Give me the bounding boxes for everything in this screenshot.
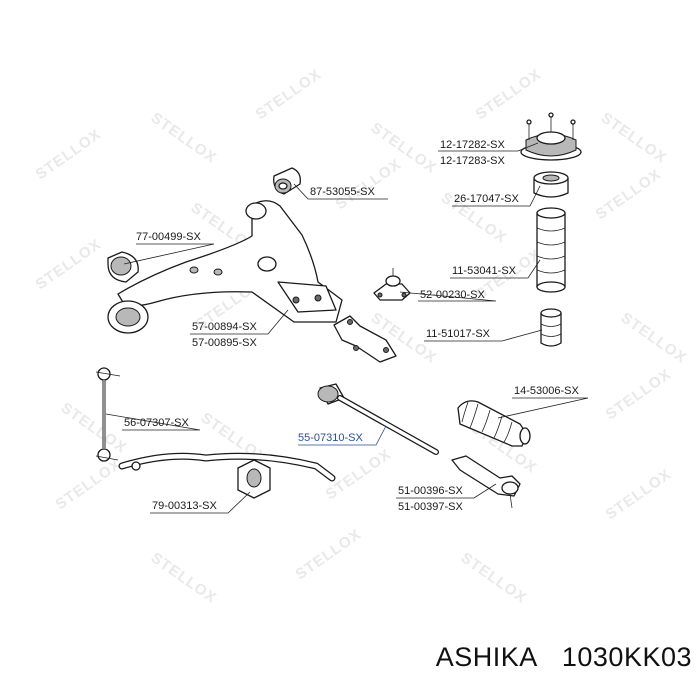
watermark-text: STELLOX: [33, 236, 105, 294]
callout-87-53055: 87-53055-SX: [310, 186, 375, 198]
callout-57-00894-line1: 57-00894-SX: [192, 321, 257, 333]
callout-12-17283-line2: 12-17283-SX: [440, 155, 505, 167]
watermark-text: STELLOX: [323, 446, 395, 504]
strut-boot-drawing: [536, 207, 566, 293]
watermark-text: STELLOX: [333, 156, 405, 214]
leader-lines: [105, 142, 589, 514]
caption-part-number: 1030KK03: [561, 642, 692, 672]
strut-mount-drawing: [520, 112, 582, 161]
watermark-text: STELLOX: [33, 126, 105, 184]
watermark-text: STELLOX: [593, 166, 665, 224]
watermark-text: STELLOX: [148, 109, 220, 167]
watermark-text: STELLOX: [458, 549, 530, 607]
strut-bearing-drawing: [533, 171, 569, 198]
watermark-text: STELLOX: [603, 366, 675, 424]
watermark-text: STELLOX: [58, 399, 130, 457]
callout-51-00396-line1: 51-00396-SX: [398, 485, 463, 497]
stabilizer-link-drawing: [95, 367, 121, 462]
caption-brand: ASHIKA: [435, 642, 538, 672]
mount-plate-drawing: [333, 315, 397, 363]
callout-52-00230: 52-00230-SX: [420, 289, 485, 301]
callout-57-00895-line2: 57-00895-SX: [192, 337, 257, 349]
watermark-text: STELLOX: [293, 526, 365, 584]
bump-stop-drawing: [540, 308, 562, 347]
ball-joint-drawing: [373, 268, 411, 301]
callout-11-51017: 11-51017-SX: [426, 328, 491, 340]
inner-tie-rod-drawing: [317, 383, 439, 455]
callout-77-00499: 77-00499-SX: [136, 231, 201, 243]
callout-14-53006: 14-53006-SX: [514, 385, 579, 397]
watermark-text: STELLOX: [603, 466, 675, 524]
watermark-text: STELLOX: [473, 66, 545, 124]
callout-56-07307: 56-07307-SX: [124, 417, 189, 429]
watermark-text: STELLOX: [148, 549, 220, 607]
watermark-text: STELLOX: [253, 66, 325, 124]
callout-51-00397-line2: 51-00397-SX: [398, 501, 463, 513]
callout-26-17047: 26-17047-SX: [454, 193, 519, 205]
callout-labels: 12-17282-SX 12-17283-SX 87-53055-SX 26-1…: [124, 139, 579, 513]
callout-55-07310-highlighted: 55-07310-SX: [298, 432, 363, 444]
bushing-top-drawing: [273, 167, 301, 195]
control-arm-drawing: [107, 200, 343, 334]
tie-rod-end-drawing: [451, 455, 521, 509]
watermark-text: STELLOX: [53, 456, 125, 514]
watermark-text: STELLOX: [598, 109, 670, 167]
callout-12-17282-line1: 12-17282-SX: [440, 139, 505, 151]
stabilizer-bar-drawing: [118, 452, 336, 499]
bushing-77-drawing: [107, 251, 139, 283]
callout-11-53041: 11-53041-SX: [452, 265, 517, 277]
rack-boot-drawing: [457, 400, 531, 447]
watermark-text: STELLOX: [618, 309, 690, 367]
callout-79-00313: 79-00313-SX: [152, 500, 217, 512]
caption: ASHIKA 1030KK03: [0, 642, 700, 692]
